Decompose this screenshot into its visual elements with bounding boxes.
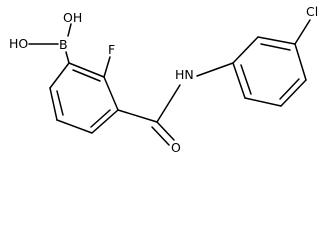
chemical-structure-diagram: OH HO B F HN O Cl (9, 4, 318, 155)
bond-ring-cl (294, 19, 311, 45)
ring2-inner-double-2 (279, 78, 300, 100)
ring1-bond-c5-c6 (49, 87, 58, 121)
label-fluorine: F (108, 42, 115, 57)
label-oh-top: OH (63, 10, 82, 25)
ring2-bond-c4-c5 (294, 43, 307, 81)
ring2-bond-c5-c6 (257, 36, 296, 45)
ring2-bond-c3-c4 (280, 79, 307, 107)
ring2-inner-double-1 (240, 64, 252, 95)
bond-ring-carbonyl (117, 109, 158, 123)
bond-b-ring (65, 51, 70, 64)
ring1-inner-double-2 (90, 109, 111, 128)
ring2-inner-double-3 (260, 43, 291, 51)
bond-n-ring2 (196, 62, 234, 77)
label-ho-left: HO (9, 36, 28, 51)
ring1-inner-double-3 (56, 90, 64, 116)
label-chlorine: Cl (306, 4, 318, 19)
label-boron: B (59, 37, 68, 52)
bond-ring-f (103, 56, 111, 78)
ring1-bond-c1-c2 (68, 62, 105, 78)
ring2-bond-c2-c3 (244, 97, 282, 107)
ring1-inner-double-1 (72, 69, 101, 82)
bond-carbonyl-n (156, 84, 181, 123)
ring1-bond-c4-c5 (56, 119, 93, 134)
ring2-bond-c1-c2 (232, 62, 246, 99)
bond-carbonyl-o-1 (156, 121, 175, 141)
ring1-bond-c2-c3 (103, 76, 119, 111)
ring1-bond-c3-c4 (91, 109, 119, 134)
ring1-bond-c6-c1 (49, 62, 70, 89)
bond-carbonyl-o-2 (151, 126, 170, 146)
label-oxygen: O (171, 140, 181, 155)
ring2-bond-c6-c1 (232, 36, 259, 64)
label-amine: HN (175, 67, 194, 82)
bond-b-oh-top (67, 23, 72, 37)
